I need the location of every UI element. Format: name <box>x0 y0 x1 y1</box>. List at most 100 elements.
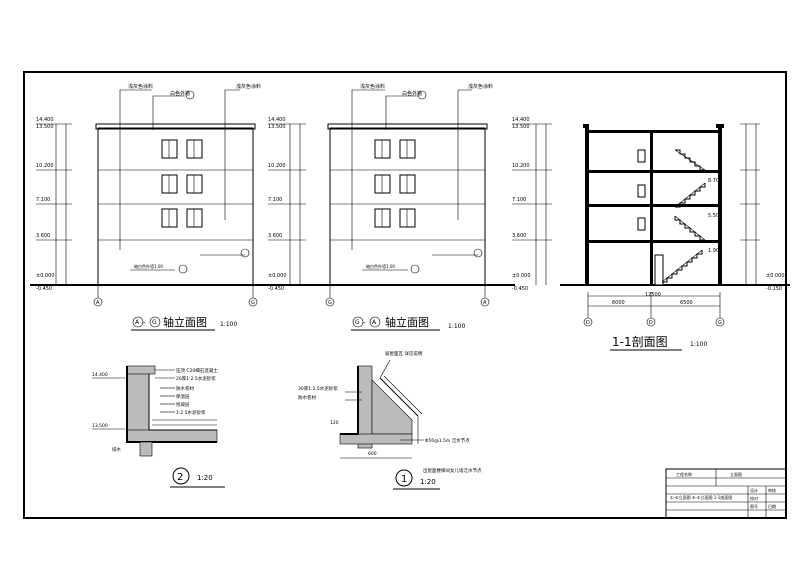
svg-text:D: D <box>649 320 653 326</box>
svg-text:立面图: 立面图 <box>730 471 742 477</box>
svg-text:-: - <box>363 319 366 327</box>
axis-bubble <box>93 297 103 307</box>
svg-text:14.400: 14.400 <box>92 372 108 378</box>
view-title: 轴立面图 <box>385 315 429 329</box>
note-top: 白色外墙 <box>402 90 422 97</box>
svg-text:坡屋面瓦 详见说明: 坡屋面瓦 详见说明 <box>385 350 423 357</box>
svg-text:±0.000: ±0.000 <box>36 273 55 279</box>
svg-text:-0.450: -0.450 <box>36 286 52 292</box>
parapet <box>95 123 256 130</box>
detail-2: 压顶 C20细石混凝土 20厚1:2.5水泥砂浆 防水卷材 保温层 找坡层 1:… <box>92 365 225 488</box>
svg-text:7.100: 7.100 <box>36 197 50 203</box>
svg-text:G: G <box>718 320 722 326</box>
svg-text:1: 1 <box>401 474 407 485</box>
svg-text:压顶 C20细石混凝土: 压顶 C20细石混凝土 <box>176 367 218 374</box>
view-scale: 1:100 <box>448 323 465 330</box>
detail-scale: 1:20 <box>197 474 213 482</box>
svg-text:日期: 日期 <box>768 503 776 509</box>
level-marks: 14.400 13.500 10.200 7.100 3.600 ±0.000 … <box>36 117 72 292</box>
view-title: 轴立面图 <box>163 315 207 329</box>
svg-text:13.500: 13.500 <box>268 124 286 130</box>
svg-text:600: 600 <box>368 451 377 457</box>
title-block: 工程名称 立面图 ①-⑥立面图 ⑥-①立面图 1-1剖面图 设计 校对 审核 图… <box>665 468 787 519</box>
axis-bubble <box>480 297 490 307</box>
svg-text:A: A <box>483 300 487 306</box>
svg-text:13.500: 13.500 <box>92 423 108 429</box>
note-base: 暗白色外墙1.00 <box>134 263 163 269</box>
detail-callout: 出屋面楼梯间女儿墙泛水节点 <box>423 467 482 474</box>
level-marks: 14.400 13.500 10.200 7.100 3.600 ±0.000 … <box>512 117 785 292</box>
svg-text:图号: 图号 <box>750 503 758 509</box>
svg-text:G: G <box>152 319 157 326</box>
svg-text:30厚1:2.5水泥砂浆: 30厚1:2.5水泥砂浆 <box>298 385 338 392</box>
detail-scale: 1:20 <box>420 478 436 486</box>
elevation-g-a: 浅灰色涂料 浅灰色涂料 白色外墙 暗白色外墙1.00 14.400 13.500… <box>265 83 515 331</box>
axis-bubble <box>715 317 725 327</box>
svg-text:1:2.5水泥砂浆: 1:2.5水泥砂浆 <box>176 409 206 416</box>
elevation-a-g: 浅灰色涂料 浅灰色涂料 白色外墙 暗白色外墙1.00 14.400 13.500… <box>30 83 290 331</box>
svg-text:8.700: 8.700 <box>708 178 722 184</box>
svg-text:±0.000: ±0.000 <box>766 273 785 279</box>
svg-text:120: 120 <box>330 420 339 426</box>
note-right: 浅灰色涂料 <box>468 83 493 90</box>
sheet-outer-border <box>23 71 787 519</box>
svg-text:-0.450: -0.450 <box>512 286 528 292</box>
window <box>186 139 203 159</box>
svg-text:A: A <box>372 319 377 326</box>
building-outline <box>329 127 486 286</box>
axis-bubble <box>325 297 335 307</box>
svg-text:G: G <box>251 300 255 306</box>
svg-text:防水卷材: 防水卷材 <box>176 385 194 392</box>
svg-text:±0.000: ±0.000 <box>512 273 531 279</box>
level-marks: 14.400 13.500 10.200 7.100 3.600 ±0.000 … <box>268 117 306 292</box>
axis-bubble <box>583 317 593 327</box>
svg-text:设计: 设计 <box>750 487 758 493</box>
svg-text:13.500: 13.500 <box>512 124 530 130</box>
window <box>186 208 203 228</box>
svg-text:D: D <box>586 320 590 326</box>
svg-text:1.900: 1.900 <box>708 248 722 254</box>
svg-text:14.400: 14.400 <box>36 117 54 123</box>
note-top: 白色外墙 <box>170 90 190 97</box>
svg-text:-0.150: -0.150 <box>766 286 782 292</box>
note-base: 暗白色外墙1.00 <box>366 263 395 269</box>
svg-text:3.600: 3.600 <box>268 233 282 239</box>
svg-text:14.400: 14.400 <box>512 117 530 123</box>
svg-text:A: A <box>135 319 140 326</box>
view-scale: 1:100 <box>690 341 707 348</box>
axis-bubble <box>248 297 258 307</box>
note-left: 浅灰色涂料 <box>128 83 153 90</box>
svg-text:保温层: 保温层 <box>176 393 190 400</box>
window <box>161 139 178 159</box>
svg-text:排水: 排水 <box>112 446 121 453</box>
svg-text:5.500: 5.500 <box>708 213 722 219</box>
dim-total: 12500 <box>645 292 661 298</box>
detail-bubble <box>395 469 413 487</box>
section-1-1: 8.700 5.500 1.900 14.400 13.500 10.200 7… <box>512 117 790 351</box>
svg-text:10.200: 10.200 <box>512 163 530 169</box>
svg-text:防水卷材: 防水卷材 <box>298 394 316 401</box>
parapet <box>327 123 488 130</box>
svg-text:工程名称: 工程名称 <box>676 471 692 477</box>
svg-text:3.600: 3.600 <box>36 233 50 239</box>
window-grid <box>161 139 203 228</box>
svg-text:3.600: 3.600 <box>512 233 526 239</box>
svg-text:10.200: 10.200 <box>36 163 54 169</box>
dim-right: 6500 <box>680 300 693 306</box>
window-grid <box>374 139 416 228</box>
window <box>161 174 178 194</box>
svg-text:7.100: 7.100 <box>512 197 526 203</box>
svg-text:A: A <box>96 300 100 306</box>
svg-text:校对: 校对 <box>750 495 758 501</box>
building-outline <box>97 127 254 286</box>
svg-text:±0.000: ±0.000 <box>268 273 287 279</box>
svg-text:Φ50@1.5m 泛水节点: Φ50@1.5m 泛水节点 <box>425 437 470 444</box>
window <box>161 208 178 228</box>
svg-text:14.400: 14.400 <box>268 117 286 123</box>
svg-text:①-⑥立面图 ⑥-①立面图 1-1剖面图: ①-⑥立面图 ⑥-①立面图 1-1剖面图 <box>670 494 732 500</box>
svg-text:G: G <box>355 319 360 326</box>
svg-text:-0.450: -0.450 <box>268 286 284 292</box>
svg-text:G: G <box>328 300 332 306</box>
svg-text:20厚1:2.5水泥砂浆: 20厚1:2.5水泥砂浆 <box>176 375 216 382</box>
